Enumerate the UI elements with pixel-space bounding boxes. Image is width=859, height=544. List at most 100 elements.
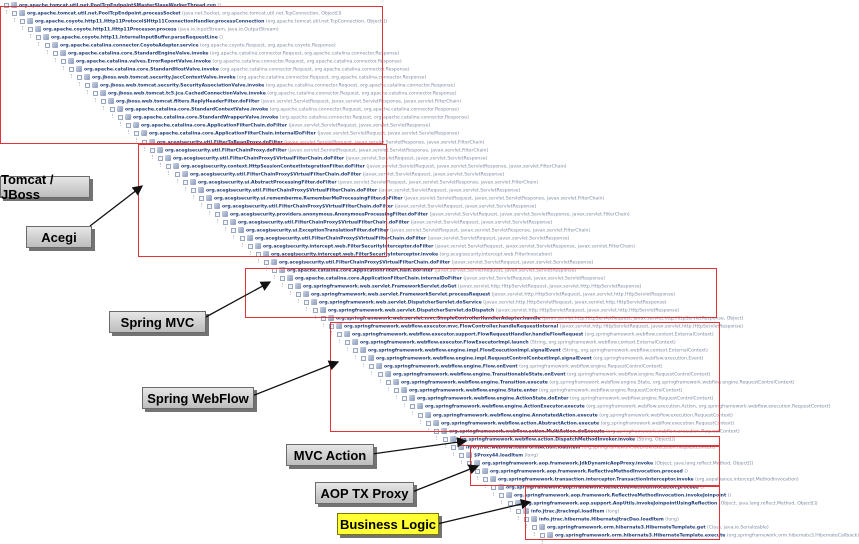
trace-row[interactable]: org.apache.tomcat.util.net.PoolTcpEndpoi…: [12, 10, 716, 18]
expand-toggle-icon[interactable]: [426, 420, 431, 426]
expand-toggle-icon[interactable]: [378, 371, 383, 377]
trace-row[interactable]: org.springframework.webflow.engine.Trans…: [386, 379, 795, 387]
expand-toggle-icon[interactable]: [483, 476, 488, 482]
expand-toggle-icon[interactable]: [69, 66, 74, 72]
expand-toggle-icon[interactable]: [410, 403, 415, 409]
expand-toggle-icon[interactable]: [85, 82, 90, 88]
expand-toggle-icon[interactable]: [443, 436, 448, 442]
expand-toggle-icon[interactable]: [207, 203, 212, 209]
trace-row[interactable]: org.springframework.webflow.engine.Actio…: [410, 403, 830, 411]
expand-toggle-icon[interactable]: [110, 106, 115, 112]
expand-toggle-icon[interactable]: [12, 10, 17, 16]
expand-toggle-icon[interactable]: [126, 122, 131, 128]
trace-row[interactable]: org.acegisecurity.intercept.web.FilterSe…: [248, 243, 716, 251]
expand-toggle-icon[interactable]: [345, 339, 350, 345]
trace-row[interactable]: org.acegisecurity.util.FilterChainProxy$…: [207, 203, 716, 211]
trace-row[interactable]: org.jboss.web.tomcat.security.JaccContex…: [77, 74, 716, 82]
trace-row[interactable]: org.apache.catalina.connector.CoyoteAdap…: [45, 42, 716, 50]
expand-toggle-icon[interactable]: [240, 235, 245, 241]
expand-toggle-icon[interactable]: [53, 50, 58, 56]
expand-toggle-icon[interactable]: [77, 74, 82, 80]
trace-row[interactable]: org.springframework.webflow.engine.impl.…: [361, 355, 716, 363]
expand-toggle-icon[interactable]: [451, 444, 456, 450]
trace-row[interactable]: org.springframework.webflow.engine.Annot…: [418, 412, 733, 420]
expand-toggle-icon[interactable]: [175, 171, 180, 177]
trace-row[interactable]: org.springframework.webflow.engine.Actio…: [402, 395, 716, 403]
trace-row[interactable]: org.springframework.webflow.engine.Flow.…: [369, 363, 716, 371]
trace-row[interactable]: org.apache.coyote.http11.Http11Protocol$…: [20, 18, 716, 26]
expand-toggle-icon[interactable]: [4, 2, 9, 8]
expand-toggle-icon[interactable]: [158, 155, 163, 161]
trace-row[interactable]: org.apache.catalina.core.StandardContext…: [110, 106, 716, 114]
trace-row[interactable]: org.acegisecurity.util.FilterChainProxy$…: [223, 219, 716, 227]
trace-row[interactable]: org.springframework.webflow.action.Abstr…: [426, 420, 734, 428]
trace-row[interactable]: org.springframework.webflow.executor.sup…: [337, 331, 716, 339]
trace-row[interactable]: org.acegisecurity.util.FilterChainProxy$…: [264, 259, 716, 267]
trace-row[interactable]: org.springframework.web.servlet.Dispatch…: [313, 307, 716, 315]
trace-row[interactable]: org.acegisecurity.util.FilterChainProxy.…: [150, 147, 716, 155]
expand-toggle-icon[interactable]: [215, 211, 220, 217]
trace-row[interactable]: org.apache.catalina.core.StandardWrapper…: [118, 114, 716, 122]
trace-row[interactable]: org.springframework.web.servlet.Framewor…: [296, 291, 716, 299]
expand-toggle-icon[interactable]: [288, 283, 293, 289]
trace-row[interactable]: org.springframework.webflow.executor.Flo…: [345, 339, 716, 347]
expand-toggle-icon[interactable]: [337, 331, 342, 337]
trace-row[interactable]: org.jboss.web.tomcat.security.SecurityAs…: [85, 82, 716, 90]
trace-row[interactable]: org.acegisecurity.ui.AbstractProcessingF…: [183, 179, 716, 187]
trace-row[interactable]: org.springframework.web.servlet.Dispatch…: [304, 299, 716, 307]
trace-row[interactable]: org.apache.catalina.core.ApplicationFilt…: [280, 275, 716, 283]
expand-toggle-icon[interactable]: [134, 130, 139, 136]
expand-toggle-icon[interactable]: [499, 492, 504, 498]
trace-row[interactable]: org.jboss.web.tomcat.tc5.jca.CachedConne…: [93, 90, 716, 98]
trace-row[interactable]: org.springframework.aop.framework.Reflec…: [499, 492, 731, 500]
trace-row[interactable]: org.apache.catalina.core.ApplicationFilt…: [134, 130, 716, 138]
expand-toggle-icon[interactable]: [402, 395, 407, 401]
trace-row[interactable]: org.springframework.orm.hibernate3.Hiber…: [540, 532, 859, 540]
expand-toggle-icon[interactable]: [36, 34, 41, 40]
expand-toggle-icon[interactable]: [296, 291, 301, 297]
expand-toggle-icon[interactable]: [361, 355, 366, 361]
trace-row[interactable]: org.springframework.web.servlet.mvc.Simp…: [321, 315, 743, 323]
expand-toggle-icon[interactable]: [248, 243, 253, 249]
trace-row[interactable]: org.apache.coyote.http11.InternalInputBu…: [36, 34, 716, 42]
expand-toggle-icon[interactable]: [353, 347, 358, 353]
expand-toggle-icon[interactable]: [45, 42, 50, 48]
expand-toggle-icon[interactable]: [93, 90, 98, 96]
trace-row[interactable]: org.springframework.orm.hibernate3.Hiber…: [532, 524, 769, 532]
trace-row[interactable]: org.jboss.web.tomcat.filters.ReplyHeader…: [101, 98, 716, 106]
trace-row[interactable]: org.acegisecurity.util.FilterChainProxy$…: [191, 187, 716, 195]
expand-toggle-icon[interactable]: [183, 179, 188, 185]
expand-toggle-icon[interactable]: [28, 26, 33, 32]
expand-toggle-icon[interactable]: [508, 500, 513, 506]
expand-toggle-icon[interactable]: [532, 524, 537, 530]
trace-row[interactable]: org.apache.catalina.core.StandardHostVal…: [69, 66, 716, 74]
trace-row[interactable]: org.springframework.webflow.engine.Trans…: [378, 371, 716, 379]
trace-row[interactable]: org.acegisecurity.context.HttpSessionCon…: [166, 163, 716, 171]
expand-toggle-icon[interactable]: [459, 452, 464, 458]
trace-row[interactable]: org.apache.catalina.core.StandardEngineV…: [53, 50, 716, 58]
expand-toggle-icon[interactable]: [540, 532, 545, 538]
expand-toggle-icon[interactable]: [166, 163, 171, 169]
expand-toggle-icon[interactable]: [118, 114, 123, 120]
trace-row[interactable]: org.apache.catalina.core.ApplicationFilt…: [126, 122, 716, 130]
expand-toggle-icon[interactable]: [394, 387, 399, 393]
expand-toggle-icon[interactable]: [264, 259, 269, 265]
expand-toggle-icon[interactable]: [101, 98, 106, 104]
trace-row[interactable]: org.acegisecurity.util.FilterChainProxy$…: [175, 171, 716, 179]
expand-toggle-icon[interactable]: [231, 227, 236, 233]
trace-row[interactable]: org.acegisecurity.util.FilterChainProxy$…: [240, 235, 716, 243]
trace-row[interactable]: org.springframework.webflow.engine.State…: [394, 387, 716, 395]
trace-row[interactable]: org.acegisecurity.providers.anonymous.An…: [215, 211, 716, 219]
expand-toggle-icon[interactable]: [418, 412, 423, 418]
expand-toggle-icon[interactable]: [223, 219, 228, 225]
expand-toggle-icon[interactable]: [516, 508, 521, 514]
expand-toggle-icon[interactable]: [329, 323, 334, 329]
trace-row[interactable]: org.acegisecurity.ui.rememberme.Remember…: [199, 195, 716, 203]
expand-toggle-icon[interactable]: [150, 147, 155, 153]
trace-row[interactable]: org.springframework.web.servlet.Framewor…: [288, 283, 716, 291]
expand-toggle-icon[interactable]: [386, 379, 391, 385]
expand-toggle-icon[interactable]: [280, 275, 285, 281]
trace-row[interactable]: org.springframework.transaction.intercep…: [483, 476, 799, 484]
expand-toggle-icon[interactable]: [369, 363, 374, 369]
expand-toggle-icon[interactable]: [321, 315, 326, 321]
